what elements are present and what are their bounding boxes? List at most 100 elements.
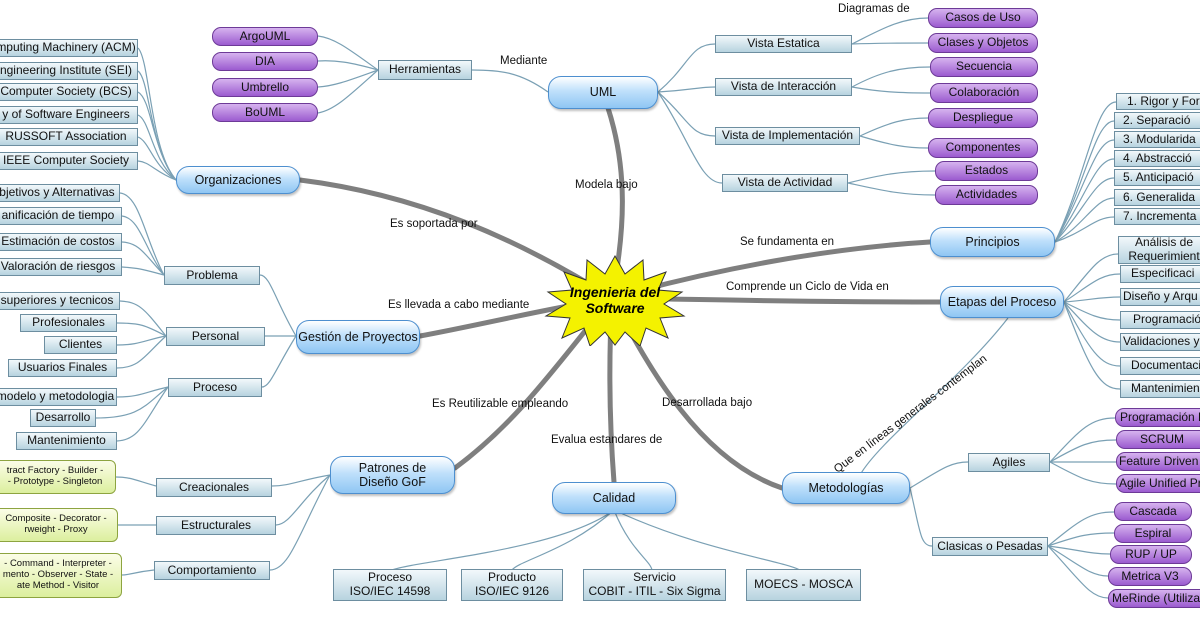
diagram-componentes[interactable]: Componentes	[928, 138, 1038, 158]
link-label-es-reutilizable: Es Reutilizable empleando	[432, 398, 569, 410]
comportamiento-list[interactable]: - Command - Interpreter - mento - Observ…	[0, 553, 122, 598]
metodologias-clasicas[interactable]: Clasicas o Pesadas	[932, 537, 1048, 556]
etapa-programacion[interactable]: Programació	[1120, 311, 1200, 329]
tool-bouml[interactable]: BoUML	[212, 103, 318, 122]
calidad-producto-std: ISO/IEC 9126	[474, 584, 550, 598]
org-bcs[interactable]: Computer Society (BCS)	[0, 83, 138, 101]
uml-vista-interaccion[interactable]: Vista de Interacción	[715, 78, 852, 96]
gestion-proceso[interactable]: Proceso	[168, 378, 262, 397]
clasica-cascada[interactable]: Cascada	[1114, 502, 1192, 521]
proceso-modelo[interactable]: modelo y metodologia	[0, 388, 117, 406]
agil-scrum[interactable]: SCRUM	[1116, 430, 1200, 449]
link-label-modela-bajo: Modela bajo	[575, 179, 638, 191]
gestion-proyectos-node[interactable]: Gestión de Proyectos	[296, 320, 420, 354]
patrones-creacionales[interactable]: Creacionales	[156, 478, 272, 497]
problema-riesgos[interactable]: Valoración de riesgos	[0, 258, 122, 276]
diagram-casos-de-uso[interactable]: Casos de Uso	[928, 8, 1038, 28]
link-label-comprende: Comprende un Ciclo de Vida en	[726, 281, 889, 293]
etapa-analisis[interactable]: Análisis de Requerimient	[1118, 235, 1200, 264]
link-label-es-llevada: Es llevada a cabo mediante	[388, 299, 530, 311]
link-label-evalua: Evalua estandares de	[551, 434, 663, 446]
organizaciones-node[interactable]: Organizaciones	[176, 166, 300, 194]
uml-node[interactable]: UML	[548, 76, 658, 109]
agil-programacion-extrema[interactable]: Programación E	[1115, 408, 1200, 427]
patrones-diseno-node[interactable]: Patrones de Diseño GoF	[330, 456, 455, 494]
link-label-se-fundamenta: Se fundamenta en	[740, 236, 834, 248]
etapa-documentacion[interactable]: Documentaci	[1120, 357, 1200, 375]
central-topic[interactable]: Ingenieria del Software	[542, 254, 688, 346]
personal-profesionales[interactable]: Profesionales	[20, 314, 117, 332]
calidad-producto[interactable]: Producto ISO/IEC 9126	[461, 569, 563, 601]
gestion-personal[interactable]: Personal	[166, 327, 265, 346]
org-sei[interactable]: ngineering Institute (SEI)	[0, 62, 138, 80]
principio-modularidad[interactable]: 3. Modularida	[1114, 131, 1200, 148]
personal-usuarios-finales[interactable]: Usuarios Finales	[8, 359, 117, 377]
uml-vista-implementacion[interactable]: Vista de Implementación	[715, 127, 860, 145]
tool-umbrello[interactable]: Umbrello	[212, 78, 318, 97]
calidad-node[interactable]: Calidad	[552, 482, 676, 514]
org-acm[interactable]: mputing Machinery (ACM)	[0, 39, 138, 57]
diagram-estados[interactable]: Estados	[935, 161, 1038, 181]
etapa-analisis-line2: Requerimient	[1128, 249, 1200, 263]
clasica-merinde[interactable]: MeRinde (Utiliza	[1108, 589, 1200, 608]
clasica-metrica[interactable]: Metrica V3	[1108, 567, 1192, 586]
org-russoft[interactable]: RUSSOFT Association	[0, 128, 138, 146]
principio-separacion[interactable]: 2. Separació	[1114, 112, 1200, 129]
proceso-mantenimiento[interactable]: Mantenimiento	[16, 432, 117, 450]
metodologias-agiles[interactable]: Agiles	[968, 453, 1050, 472]
principio-abstraccion[interactable]: 4. Abstracció	[1114, 150, 1200, 167]
clasica-espiral[interactable]: Espiral	[1114, 524, 1192, 543]
etapa-analisis-line1: Análisis de	[1134, 235, 1194, 250]
patrones-estructurales[interactable]: Estructurales	[156, 516, 276, 535]
diagram-clases-objetos[interactable]: Clases y Objetos	[928, 33, 1038, 53]
link-label-diagramas-de: Diagramas de	[838, 3, 910, 15]
clasica-rup[interactable]: RUP / UP	[1110, 545, 1192, 564]
tool-argouml[interactable]: ArgoUML	[212, 27, 318, 46]
central-topic-line2: Software	[585, 300, 645, 316]
diagram-actividades[interactable]: Actividades	[935, 185, 1038, 205]
comportamiento-line3: ate Method - Visitor	[16, 579, 100, 591]
agil-fdd[interactable]: Feature Driven D	[1116, 452, 1200, 471]
tool-dia[interactable]: DIA	[212, 52, 318, 71]
problema-objetivos[interactable]: bjetivos y Alternativas	[0, 184, 120, 202]
patrones-comportamiento[interactable]: Comportamiento	[154, 561, 270, 580]
principios-node[interactable]: Principios	[930, 227, 1055, 257]
etapa-diseno[interactable]: Diseño y Arqu	[1120, 288, 1200, 306]
gestion-problema[interactable]: Problema	[164, 266, 260, 285]
diagram-despliegue[interactable]: Despliegue	[928, 108, 1038, 128]
personal-clientes[interactable]: Clientes	[44, 336, 117, 354]
org-ieee[interactable]: IEEE Computer Society	[0, 152, 138, 170]
problema-planificacion[interactable]: anificación de tiempo	[0, 207, 122, 225]
principio-incrementalidad[interactable]: 7. Incrementa	[1114, 208, 1200, 225]
uml-vista-estatica[interactable]: Vista Estatica	[715, 35, 852, 53]
etapa-validaciones[interactable]: Validaciones y	[1120, 333, 1200, 351]
herramientas-node[interactable]: Herramientas	[378, 60, 472, 80]
calidad-servicio[interactable]: Servicio COBIT - ITIL - Six Sigma	[583, 569, 726, 601]
metodologias-node[interactable]: Metodologías	[782, 472, 910, 504]
etapas-proceso-node[interactable]: Etapas del Proceso	[940, 286, 1064, 318]
link-label-mediante: Mediante	[500, 55, 548, 67]
diagram-secuencia[interactable]: Secuencia	[930, 57, 1038, 77]
proceso-desarrollo[interactable]: Desarrollo	[30, 409, 96, 427]
org-software-engineers[interactable]: y of Software Engineers	[0, 106, 138, 124]
uml-vista-actividad[interactable]: Vista de Actividad	[722, 174, 848, 192]
principio-anticipacion[interactable]: 5. Anticipació	[1114, 169, 1200, 186]
creacionales-list[interactable]: tract Factory - Builder - - Prototype - …	[0, 460, 116, 494]
creacionales-line1: tract Factory - Builder -	[6, 465, 104, 477]
etapa-especificacion[interactable]: Especificaci	[1120, 265, 1200, 283]
principio-rigor[interactable]: 1. Rigor y For	[1116, 93, 1200, 110]
agil-aup[interactable]: Agile Unified Pr	[1116, 474, 1200, 493]
calidad-servicio-title: Servicio	[633, 570, 676, 585]
calidad-servicio-std: COBIT - ITIL - Six Sigma	[588, 584, 721, 598]
principio-generalidad[interactable]: 6. Generalida	[1114, 189, 1200, 206]
problema-estimacion[interactable]: Estimación de costos	[0, 233, 122, 251]
comportamiento-line2: mento - Observer - State -	[2, 569, 114, 581]
calidad-proceso[interactable]: Proceso ISO/IEC 14598	[333, 569, 447, 601]
calidad-moecs-mosca[interactable]: MOECS - MOSCA	[746, 569, 861, 601]
link-label-es-soportada-por: Es soportada por	[390, 218, 478, 230]
comportamiento-line1: - Command - Interpreter -	[4, 558, 112, 570]
etapa-mantenimiento[interactable]: Mantenimien	[1120, 380, 1200, 398]
personal-superiores[interactable]: superiores y tecnicos	[0, 292, 120, 310]
diagram-colaboracion[interactable]: Colaboración	[930, 83, 1038, 103]
estructurales-list[interactable]: Composite - Decorator - rweight - Proxy	[0, 508, 118, 542]
